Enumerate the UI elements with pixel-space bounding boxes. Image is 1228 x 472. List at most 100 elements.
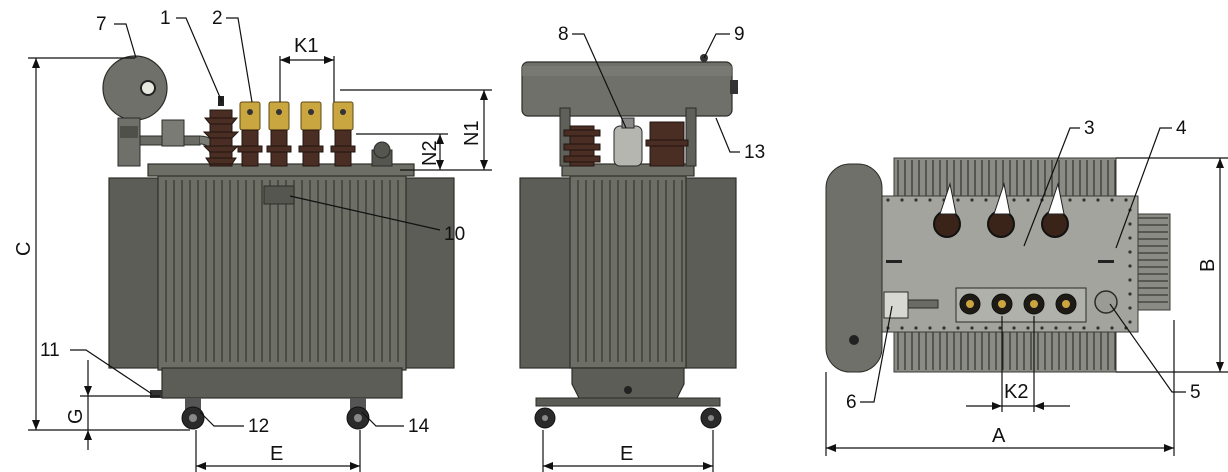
cover-bolt (1110, 198, 1114, 202)
cover-bolt (886, 198, 890, 202)
cover-bolt (1128, 320, 1132, 324)
cover-bolt (914, 198, 918, 202)
nameplate (263, 185, 295, 205)
front-left-radiator (108, 177, 162, 369)
dim-n2: N2 (419, 140, 441, 166)
top-radiator-lower (893, 329, 1117, 373)
cover-bolt (984, 326, 988, 330)
callout-13: 13 (744, 142, 765, 163)
dim-k2: K2 (1004, 381, 1028, 403)
cover-bolt (1128, 278, 1132, 282)
front-cooling-fins (165, 180, 399, 362)
top-fins-lower (897, 332, 1116, 370)
gas-relay (613, 125, 643, 167)
cover-bolt (970, 326, 974, 330)
dim-a: A (992, 425, 1006, 447)
cover-bolt (956, 326, 960, 330)
cover-bolt (1026, 326, 1030, 330)
side-tank-body (569, 171, 687, 369)
top-leaders (860, 127, 1186, 403)
dim-b: B (1197, 259, 1219, 272)
side-right-radiator (683, 177, 737, 369)
top-radiator-right (1135, 213, 1171, 311)
callout-11: 11 (40, 340, 60, 361)
top-hv-bushings (933, 182, 1069, 238)
top-view (825, 157, 1171, 373)
lv-bushings (237, 101, 356, 167)
cover-bolt (1012, 198, 1016, 202)
oil-level-gauge (730, 80, 738, 94)
cover-bolt (998, 326, 1002, 330)
side-dimensions (542, 430, 714, 472)
callout-8: 8 (558, 24, 569, 45)
side-bushings (563, 121, 689, 167)
top-fins-upper (897, 160, 1116, 196)
cover-bolt (1128, 250, 1132, 254)
side-base-tank (571, 367, 685, 401)
cover-bolt (1096, 326, 1100, 330)
callout-4: 4 (1176, 118, 1187, 139)
cover-bolt (1012, 326, 1016, 330)
hv-bushing (202, 96, 240, 167)
cover-bolt (1096, 198, 1100, 202)
cover-bolt (1054, 326, 1058, 330)
cover-bolt (984, 198, 988, 202)
drain-valve (624, 386, 632, 394)
cover-bolt (928, 198, 932, 202)
cover-bolt (928, 326, 932, 330)
cover-bolts (886, 198, 1132, 330)
cover-bolt (970, 198, 974, 202)
callout-3: 3 (1084, 118, 1095, 139)
dim-e-front: E (270, 443, 283, 465)
cover-bolt (1068, 198, 1072, 202)
cover-bolt (1128, 236, 1132, 240)
callout-14: 14 (408, 416, 430, 437)
cover-bolt (956, 198, 960, 202)
cover-bolt (1082, 198, 1086, 202)
callout-2: 2 (212, 8, 223, 29)
callout-1: 1 (160, 8, 171, 29)
cover-bolt (1040, 326, 1044, 330)
earth-terminal (150, 390, 162, 398)
dim-k1: K1 (294, 35, 318, 57)
side-leaders (572, 33, 740, 153)
cover-bolt (900, 198, 904, 202)
cover-bolt (1128, 264, 1132, 268)
cover-bolt (1128, 292, 1132, 296)
front-right-radiator (401, 177, 455, 369)
top-tap-changer (1094, 290, 1118, 314)
tap-changer-knob (373, 141, 391, 159)
front-tank-body (157, 171, 407, 371)
top-dimensions (825, 157, 1228, 456)
buchholz-relay (139, 119, 219, 166)
cover-bolt (1110, 326, 1114, 330)
cover-bolt (1124, 198, 1128, 202)
cover-bolt (1082, 326, 1086, 330)
side-cooling-fins (577, 180, 683, 362)
cover-bolt (1068, 326, 1072, 330)
cover-bolt (900, 326, 904, 330)
top-conservator (825, 163, 883, 373)
front-base-frame (161, 367, 403, 399)
front-conservator (102, 55, 168, 167)
cover-bolt (1026, 198, 1030, 202)
callout-9: 9 (734, 24, 745, 45)
callout-6: 6 (846, 392, 857, 413)
side-wheels (534, 407, 722, 429)
dim-n1: N1 (461, 120, 483, 146)
front-view (102, 55, 455, 430)
top-relay (883, 291, 909, 319)
cover-bolt (942, 326, 946, 330)
top-fins-right (1138, 217, 1168, 303)
callout-5: 5 (1190, 382, 1201, 403)
front-leaders (70, 17, 441, 427)
dim-g: G (65, 408, 87, 424)
callout-10: 10 (444, 224, 465, 245)
cover-bolt (1128, 222, 1132, 226)
side-left-radiator (519, 177, 573, 369)
cover-bolt (1128, 306, 1132, 310)
top-lv-bushings (955, 287, 1087, 323)
front-dimensions (28, 56, 492, 472)
